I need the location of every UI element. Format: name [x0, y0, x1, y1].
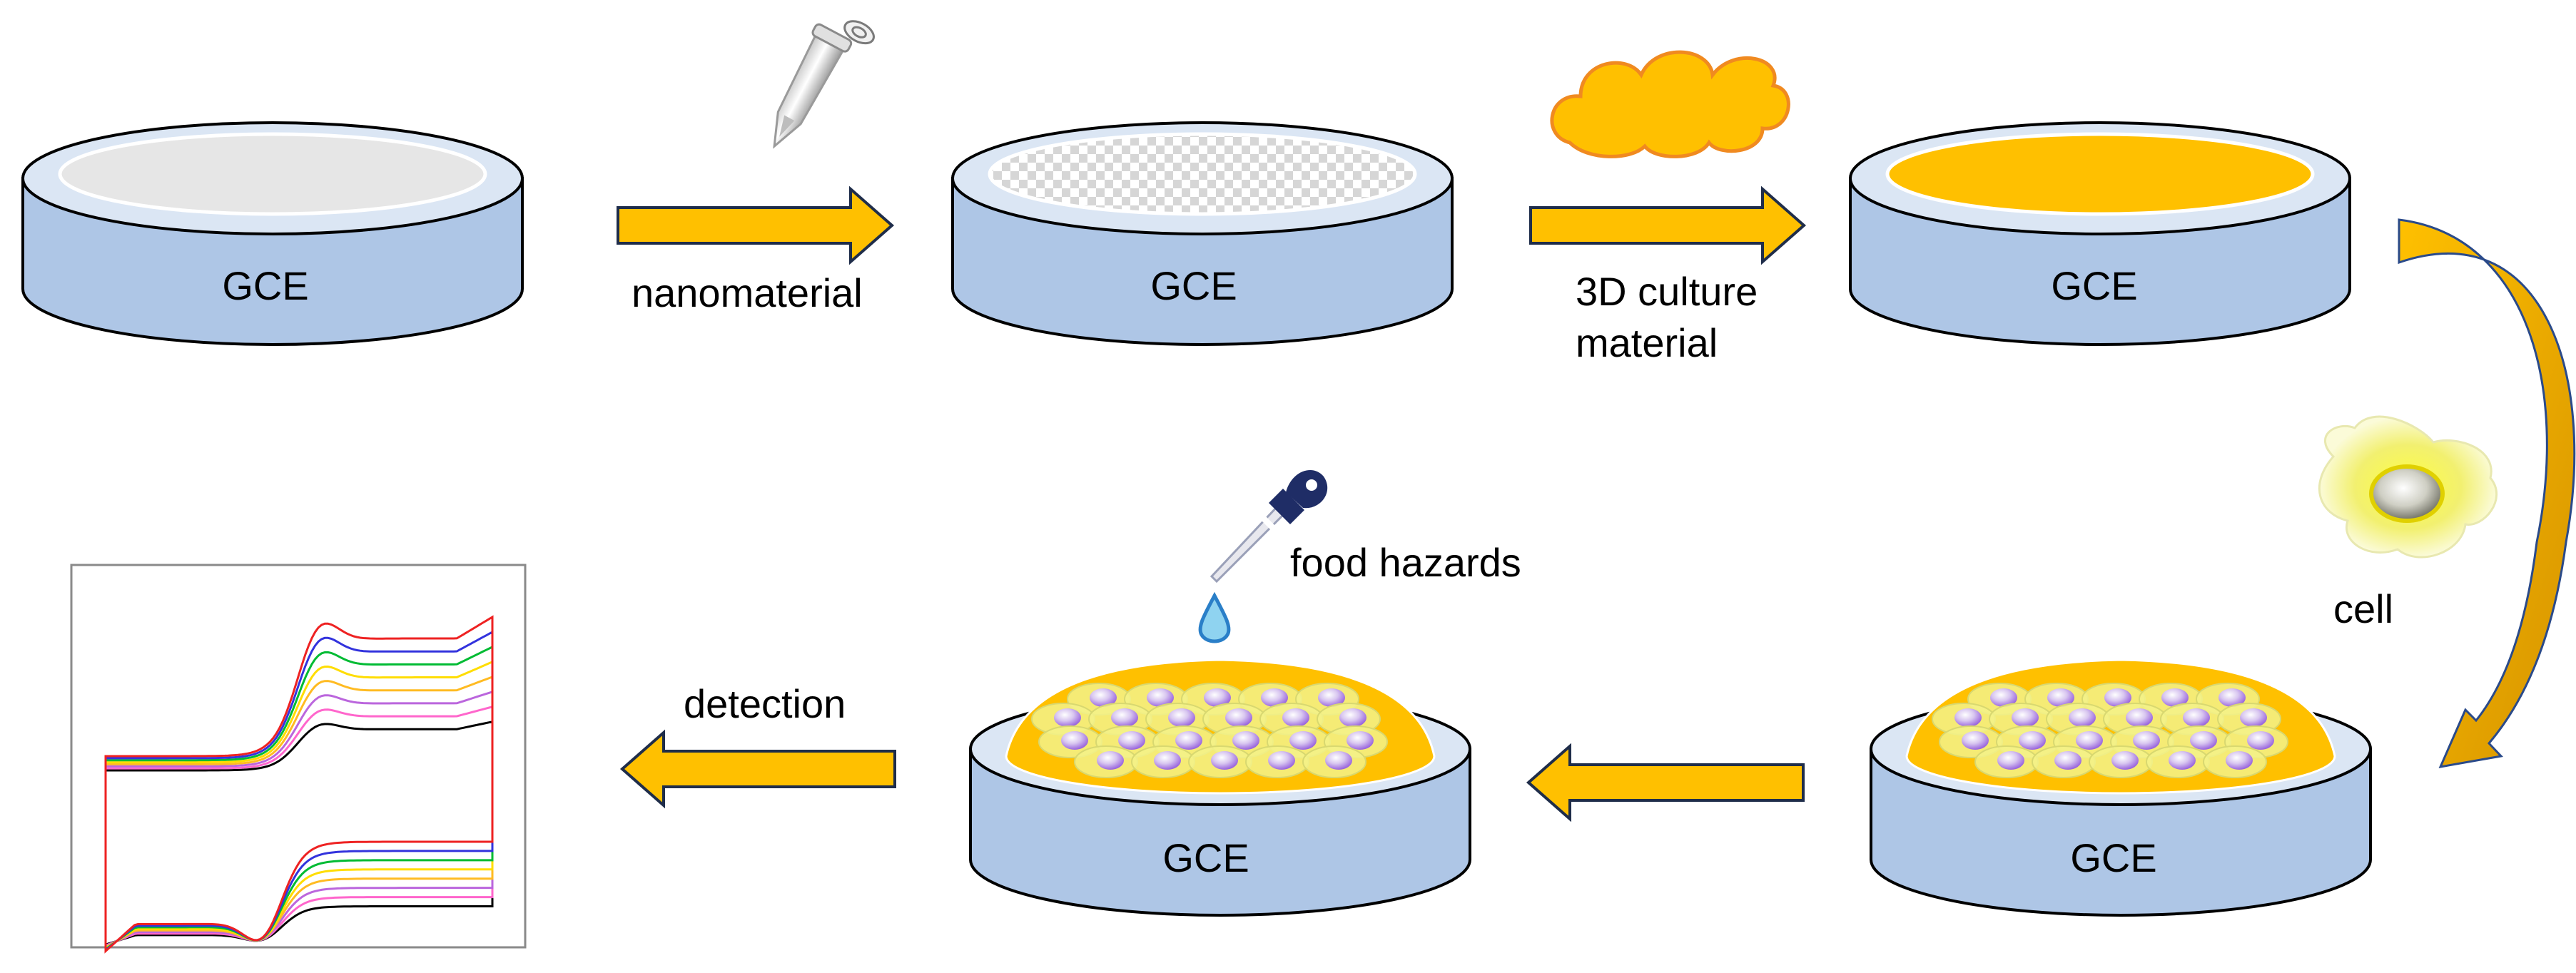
electrode-label: GCE: [2051, 263, 2137, 308]
cell-nucleus: [1147, 688, 1174, 707]
electrode-label: GCE: [1162, 835, 1249, 880]
cell-nucleus: [1061, 731, 1088, 750]
cell-nucleus: [1232, 731, 1259, 750]
cell-nucleus: [2190, 731, 2217, 750]
cell-nucleus: [1225, 708, 1252, 727]
cell-cluster: [1031, 683, 1388, 778]
step-label-culture-line1: 3D culture: [1576, 269, 1758, 314]
cell-nucleus: [2240, 708, 2267, 727]
cell-nucleus: [2218, 688, 2246, 707]
cell-nucleus: [1261, 688, 1288, 707]
cv-curve: [104, 660, 494, 951]
arrow-right-1: [617, 185, 895, 265]
cell-nucleus: [1997, 751, 2024, 770]
cell-nucleus: [1954, 708, 1982, 727]
cell-nucleus: [1990, 688, 2017, 707]
cell-nucleus: [1111, 708, 1138, 727]
cell-nucleus: [1347, 731, 1374, 750]
cv-curve: [104, 705, 494, 947]
cell-nucleus: [2183, 708, 2210, 727]
cell-nucleus: [2069, 708, 2096, 727]
3d-culture-material-cloud-icon: [1550, 50, 1790, 158]
cell-nucleus: [1097, 751, 1124, 770]
cell-nucleus: [1962, 731, 1989, 750]
cell-nucleus: [2161, 688, 2189, 707]
dropper-icon: [1210, 470, 1328, 584]
cell-nucleus: [2169, 751, 2196, 770]
cv-plot-panel: [70, 564, 527, 954]
arrow-left-2: [619, 729, 896, 809]
cell-cluster: [1932, 683, 2288, 778]
cell-nucleus: [2019, 731, 2046, 750]
cell-nucleus: [1154, 751, 1181, 770]
electrode-label: GCE: [222, 263, 308, 308]
electrode-bare: GCE: [21, 121, 524, 346]
electrode-culture: GCE: [1849, 121, 2351, 346]
cell-nucleus: [1118, 731, 1145, 750]
cell-nucleus: [1054, 708, 1081, 727]
cell-nucleus: [2104, 688, 2131, 707]
cell-nucleus: [2247, 731, 2274, 750]
cell-nucleus: [2076, 731, 2103, 750]
step-label-cell: cell: [2333, 586, 2393, 631]
cv-curve: [104, 645, 494, 952]
cell-nucleus: [2111, 751, 2139, 770]
cv-curve: [104, 690, 494, 949]
cell-nucleus: [2126, 708, 2153, 727]
cell-nucleus: [2226, 751, 2253, 770]
cell-nucleus: [1289, 731, 1317, 750]
cv-curve: [104, 615, 494, 954]
arrow-left-1: [1526, 743, 1805, 822]
step-label-culture-line2: material: [1576, 320, 1718, 365]
arrow-right-2: [1529, 185, 1807, 265]
cell-icon: [2318, 415, 2498, 559]
cell-nucleus: [1175, 731, 1202, 750]
cell-nucleus: [2012, 708, 2039, 727]
electrode-label: GCE: [1150, 263, 1237, 308]
cell-nucleus: [1090, 688, 1117, 707]
cv-curves: [104, 615, 494, 954]
cv-curve: [104, 675, 494, 949]
electrode-with-cells-right: GCE: [1870, 658, 2372, 917]
electrode-label: GCE: [2070, 835, 2156, 880]
cell-nucleus: [2054, 751, 2081, 770]
cell-nucleus: [2047, 688, 2074, 707]
step-label-food-hazards: food hazards: [1290, 540, 1521, 585]
step-label-detection: detection: [684, 681, 846, 726]
cell-nucleus: [1168, 708, 1195, 727]
electrode-with-cells-middle: GCE: [969, 658, 1471, 917]
cell-nucleus: [2133, 731, 2160, 750]
cell-nucleus: [1204, 688, 1231, 707]
microcentrifuge-tube-icon: [773, 20, 875, 149]
curved-arrow-down: [2398, 218, 2576, 768]
electrode-nanomaterial: GCE: [951, 121, 1454, 346]
cell-nucleus: [1325, 751, 1352, 770]
step-label-nanomaterial: nanomaterial: [632, 270, 863, 315]
cell-nucleus: [1268, 751, 1295, 770]
cell-nucleus: [1282, 708, 1309, 727]
cell-nucleus: [1339, 708, 1366, 727]
cell-nucleus: [1318, 688, 1345, 707]
droplet-icon: [1198, 591, 1231, 643]
cell-nucleus: [1211, 751, 1238, 770]
cv-curve: [104, 720, 494, 947]
